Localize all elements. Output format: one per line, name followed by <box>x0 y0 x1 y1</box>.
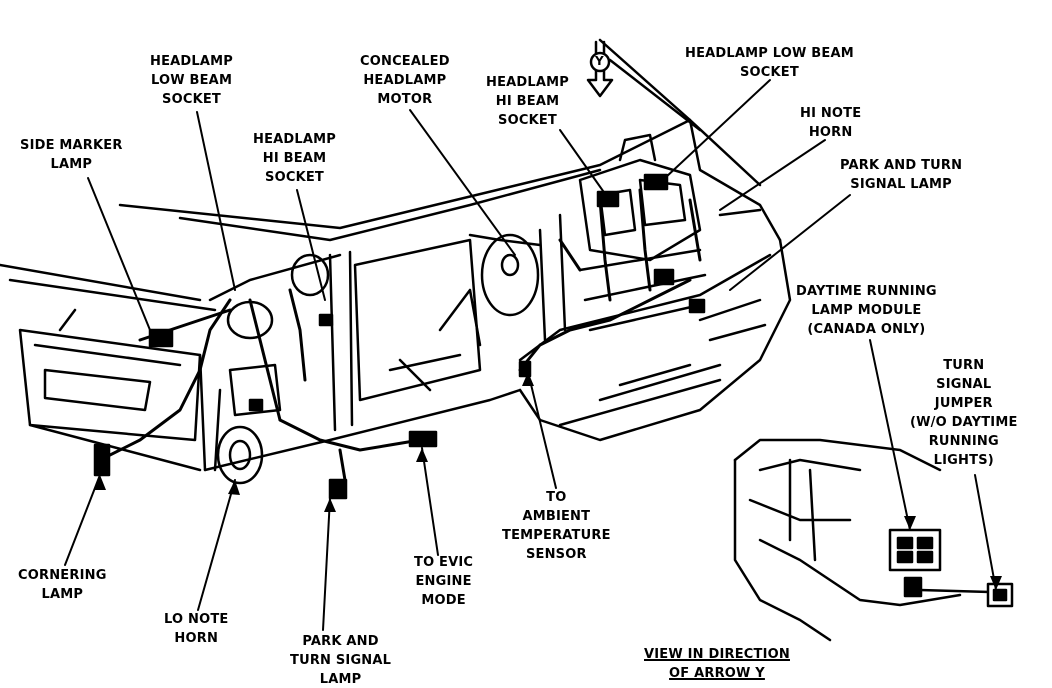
label-lo-note-horn: LO NOTE HORN <box>164 610 228 648</box>
label-line: SOCKET <box>162 92 221 107</box>
label-to-evic-engine-mode: TO EVIC ENGINE MODE <box>414 553 473 610</box>
label-line: HI NOTE <box>800 106 862 121</box>
label-line: JUMPER <box>934 396 993 411</box>
label-line: DAYTIME RUNNING <box>796 284 937 299</box>
label-line: CORNERING <box>18 568 107 583</box>
label-line: SIGNAL <box>936 377 992 392</box>
label-line: ENGINE <box>415 574 472 589</box>
label-line: LAMP <box>41 587 84 602</box>
label-line: TO EVIC <box>414 555 474 570</box>
label-line: TO <box>546 490 567 505</box>
label-line: HEADLAMP LOW BEAM <box>685 46 854 61</box>
label-line: AMBIENT <box>522 509 591 524</box>
label-line: HEADLAMP <box>363 73 447 88</box>
label-headlamp-low-beam-socket-right: HEADLAMP LOW BEAM SOCKET <box>685 44 854 82</box>
label-side-marker-lamp: SIDE MARKER LAMP <box>20 136 123 174</box>
label-line: RUNNING <box>928 434 999 449</box>
label-line: HEADLAMP <box>253 132 337 147</box>
label-line: SIGNAL LAMP <box>850 177 952 192</box>
label-line: HORN <box>174 631 219 646</box>
label-line: SENSOR <box>525 547 587 562</box>
label-line: (CANADA ONLY) <box>807 322 926 337</box>
label-line: HEADLAMP <box>150 54 234 69</box>
label-line: TURN <box>943 358 985 373</box>
label-concealed-headlamp-motor: CONCEALED HEADLAMP MOTOR <box>360 52 450 109</box>
label-line: VIEW IN DIRECTION <box>644 647 790 662</box>
label-line: LAMP MODULE <box>811 303 922 318</box>
label-view-in-direction: VIEW IN DIRECTION OF ARROW Y <box>644 645 790 683</box>
label-to-ambient-temperature-sensor: TO AMBIENT TEMPERATURE SENSOR <box>502 488 611 564</box>
arrow-y <box>586 40 614 98</box>
label-line: CONCEALED <box>360 54 450 69</box>
label-line: (W/O DAYTIME <box>910 415 1018 430</box>
label-cornering-lamp: CORNERING LAMP <box>18 566 107 604</box>
label-line: LO NOTE <box>164 612 229 627</box>
label-line: LAMP <box>50 157 93 172</box>
label-line: SOCKET <box>498 113 557 128</box>
label-line: LAMP <box>319 672 362 687</box>
label-park-turn-signal-lamp-bottom: PARK AND TURN SIGNAL LAMP <box>290 632 391 688</box>
label-daytime-running-lamp-module: DAYTIME RUNNING LAMP MODULE (CANADA ONLY… <box>796 282 937 339</box>
label-turn-signal-jumper: TURN SIGNAL JUMPER (W/O DAYTIME RUNNING … <box>910 356 1018 470</box>
label-line: PARK AND TURN <box>840 158 963 173</box>
label-line: SIDE MARKER <box>20 138 123 153</box>
label-line: HI BEAM <box>495 94 560 109</box>
label-line: MODE <box>421 593 466 608</box>
label-line: LOW BEAM <box>150 73 233 88</box>
arrow-y-letter: Y <box>595 54 604 68</box>
label-line: PARK AND <box>302 634 379 649</box>
label-line: OF ARROW Y <box>669 666 765 681</box>
label-line: HORN <box>808 125 853 140</box>
arrowheads <box>94 372 1002 590</box>
label-line: HEADLAMP <box>486 75 570 90</box>
label-line: SOCKET <box>265 170 324 185</box>
connectors <box>93 173 706 500</box>
label-line: TURN SIGNAL <box>290 653 392 668</box>
label-line: LIGHTS) <box>933 453 994 468</box>
label-line: HI BEAM <box>262 151 327 166</box>
label-line: TEMPERATURE <box>502 528 611 543</box>
label-line: SOCKET <box>739 65 799 80</box>
wire-harness <box>98 188 702 482</box>
label-headlamp-low-beam-socket-left: HEADLAMP LOW BEAM SOCKET <box>150 52 233 109</box>
inset-view <box>733 438 1014 642</box>
label-park-turn-signal-lamp-right: PARK AND TURN SIGNAL LAMP <box>840 156 962 194</box>
label-headlamp-hi-beam-socket-right: HEADLAMP HI BEAM SOCKET <box>486 73 569 130</box>
vehicle-body <box>0 38 792 485</box>
label-line: MOTOR <box>377 92 433 107</box>
label-hi-note-horn: HI NOTE HORN <box>800 104 861 142</box>
label-headlamp-hi-beam-socket-left: HEADLAMP HI BEAM SOCKET <box>253 130 336 187</box>
